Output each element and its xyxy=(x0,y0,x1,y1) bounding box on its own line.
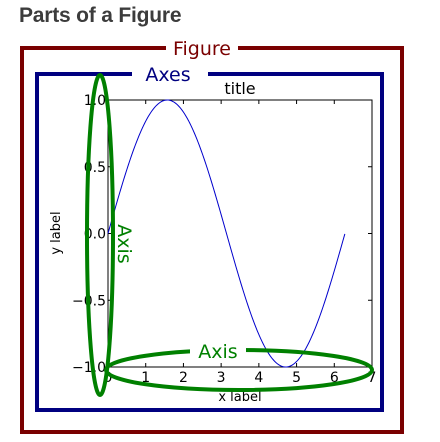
axes-label-bg xyxy=(132,62,208,88)
y-axis-highlight xyxy=(85,73,115,397)
y-axis-callout-label: Axis xyxy=(113,224,135,263)
x-tick-label: 6 xyxy=(330,370,339,386)
x-ticks: 0 1 2 3 4 5 6 7 xyxy=(104,100,377,386)
chart-title: title xyxy=(224,79,255,98)
axes-frame xyxy=(35,72,384,412)
axes-label: Axes xyxy=(145,64,190,86)
y-tick-label: 0.0 xyxy=(84,227,106,243)
x-axis-callout-label: Axis xyxy=(198,341,237,363)
x-tick-label: 1 xyxy=(141,370,150,386)
y-tick-label: −1.0 xyxy=(72,360,106,376)
x-tick-label: 4 xyxy=(254,370,263,386)
page-heading: Parts of a Figure xyxy=(19,4,182,27)
figure-label-bg xyxy=(166,36,238,62)
y-axis-label: y label xyxy=(49,211,64,254)
x-tick-label: 3 xyxy=(217,370,226,386)
x-axis-label-bg xyxy=(190,342,246,362)
figure-label: Figure xyxy=(173,38,231,60)
x-tick-label: 0 xyxy=(104,370,113,386)
sine-curve xyxy=(107,99,346,368)
x-tick-label: 7 xyxy=(368,370,377,386)
x-axis-label: x label xyxy=(218,390,261,405)
plot-area xyxy=(107,99,373,368)
x-tick-label: 2 xyxy=(179,370,188,386)
x-tick-label: 5 xyxy=(292,370,301,386)
